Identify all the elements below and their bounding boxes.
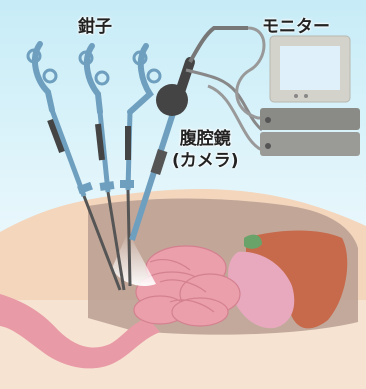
laparoscope-label-sub: (カメラ)	[172, 150, 239, 172]
monitor-label: モニター	[262, 12, 330, 37]
laparoscope-label-main: 腹腔鏡	[172, 128, 239, 150]
monitor-icon	[270, 36, 350, 102]
laparoscope-label: 腹腔鏡 (カメラ)	[172, 128, 239, 172]
light-source-icon	[260, 108, 360, 156]
forceps-label: 鉗子	[78, 12, 112, 37]
